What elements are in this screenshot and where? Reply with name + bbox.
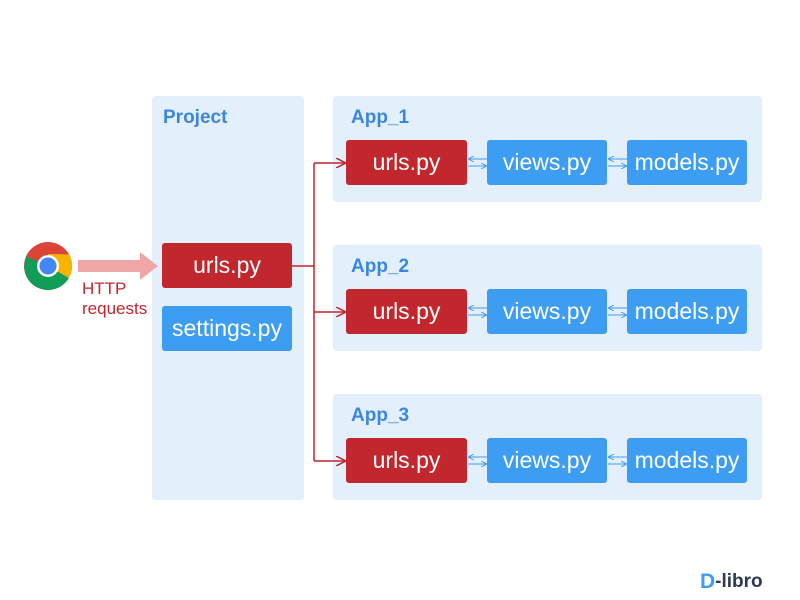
project-settings-box: settings.py (162, 306, 292, 351)
app-1-views-box: views.py (487, 140, 607, 185)
app-3-title: App_3 (351, 405, 410, 426)
request-arrow (78, 252, 158, 280)
app-3-models-box: models.py (627, 438, 747, 483)
app-3-urls-box: urls.py (346, 438, 467, 483)
http-label-line1: HTTP (82, 279, 127, 298)
chrome-icon (24, 242, 73, 291)
app-1-title: App_1 (351, 107, 410, 128)
routing-lines (292, 163, 345, 461)
d-libro-logo: D-libro (700, 570, 763, 594)
module-links (468, 159, 627, 464)
logo-mark: D (700, 570, 716, 593)
app-1-models-box: models.py (627, 140, 747, 185)
app-2-title: App_2 (351, 256, 410, 277)
project-title: Project (163, 107, 228, 128)
app-3-views-box: views.py (487, 438, 607, 483)
app-1-urls-box: urls.py (346, 140, 467, 185)
app-2-models-box: models.py (627, 289, 747, 334)
project-panel (152, 96, 304, 500)
http-requests-label: HTTP requests (82, 279, 147, 319)
logo-text: -libro (715, 571, 763, 592)
app-2-urls-box: urls.py (346, 289, 467, 334)
app-2-views-box: views.py (487, 289, 607, 334)
http-label-line2: requests (82, 299, 148, 318)
project-urls-box: urls.py (162, 243, 292, 288)
